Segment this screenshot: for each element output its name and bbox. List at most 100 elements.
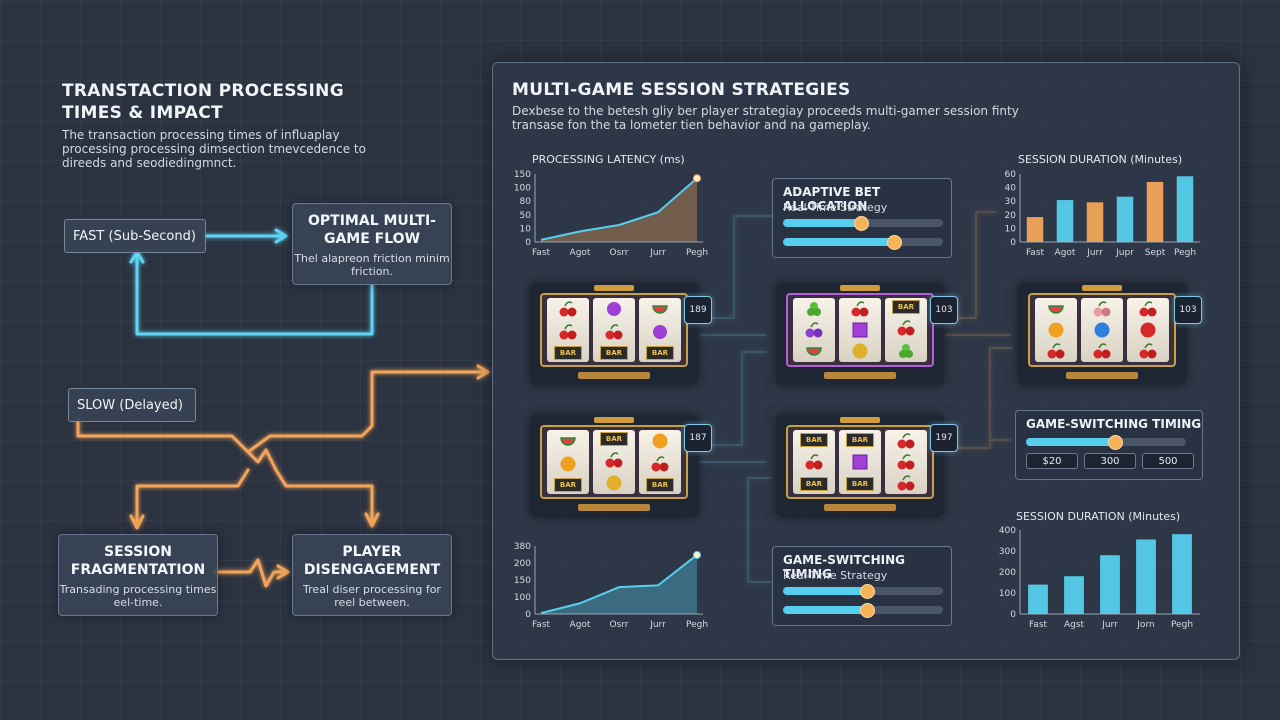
coin-icon <box>604 474 624 492</box>
watermelon-icon <box>1046 300 1066 318</box>
coin-icon <box>650 432 670 450</box>
value-pill[interactable]: 500 <box>1142 453 1194 469</box>
adaptive-bet-subtitle: Real-Time Strategy <box>783 201 888 214</box>
watermelon-icon <box>558 432 578 450</box>
reel: BAR <box>885 298 927 362</box>
slider-fill <box>783 606 867 614</box>
value-pill[interactable]: 300 <box>1084 453 1136 469</box>
game-switching-subtitle: Real-Time Strategy <box>783 569 888 582</box>
bet-slider[interactable] <box>783 235 943 250</box>
x-tick-label: Pegh <box>686 248 708 258</box>
bar-symbol: BAR <box>645 345 674 360</box>
bar <box>1026 217 1044 242</box>
timing-slider[interactable] <box>1026 435 1186 450</box>
cherry-icon <box>1138 342 1158 360</box>
x-tick-label: Jurr <box>649 248 666 258</box>
bar-symbol: BAR <box>845 477 874 491</box>
data-point <box>693 550 701 559</box>
reel: BAR <box>639 430 681 494</box>
cherry-icon <box>1092 300 1112 318</box>
x-tick-label: Jorn <box>1136 620 1154 630</box>
plum-icon <box>650 323 670 341</box>
reel <box>1127 298 1169 362</box>
y-tick-label: 60 <box>1005 170 1017 180</box>
slider-knob[interactable] <box>860 584 876 599</box>
cherry-icon <box>650 455 670 473</box>
bar-symbol: BAR <box>799 433 828 447</box>
bar <box>1172 534 1192 614</box>
timing-slider[interactable] <box>783 603 943 618</box>
slot-top-badge <box>840 285 880 291</box>
fragmentation-text: Transading processing times eel-time. <box>59 583 217 609</box>
section-description: The transaction processing times of infl… <box>62 128 366 170</box>
slider-fill <box>783 238 894 246</box>
bar-symbol: BAR <box>599 345 628 360</box>
slow-label: SLOW (Delayed) <box>68 388 196 422</box>
y-tick-label: 80 <box>520 197 532 207</box>
reel <box>885 430 927 494</box>
coin-icon <box>558 455 578 473</box>
orb-icon <box>1092 321 1112 339</box>
bar <box>1136 539 1156 614</box>
game-switching-title: GAME-SWITCHING TIMING <box>1026 417 1202 431</box>
cherry-icon <box>1092 342 1112 360</box>
grape-icon <box>896 342 916 360</box>
slider-fill <box>783 219 860 227</box>
bar-symbol: BAR <box>845 433 874 447</box>
bet-badge: 103 <box>1174 296 1202 324</box>
cherry-icon <box>558 323 578 341</box>
bar-symbol: BAR <box>645 477 674 492</box>
slot-reels <box>1028 293 1176 367</box>
reel: BAR <box>593 298 635 362</box>
fragmentation-title: SESSION FRAGMENTATION <box>70 544 206 578</box>
cherry-icon <box>804 321 824 339</box>
bar <box>1056 200 1074 242</box>
slot-bottom-bar <box>578 372 650 379</box>
grape-icon <box>804 300 824 318</box>
area-fill <box>541 554 697 614</box>
slot-machine[interactable]: BAR BAR BAR <box>530 415 698 517</box>
latency-chart-title: PROCESSING LATENCY (ms) <box>532 153 685 166</box>
bet-slider[interactable] <box>783 216 943 231</box>
slot-top-badge <box>1082 285 1122 291</box>
duration-chart-bottom-title: SESSION DURATION (Minutes) <box>1016 510 1181 523</box>
cherry-icon <box>896 432 916 450</box>
bar-symbol: BAR <box>891 300 920 315</box>
adaptive-bet-title: ADAPTIVE BET ALLOCATION <box>783 185 881 213</box>
x-tick-label: Sept <box>1145 248 1166 258</box>
slider-knob[interactable] <box>887 235 903 250</box>
slider-knob[interactable] <box>853 216 869 231</box>
gem-icon <box>850 321 870 339</box>
slot-machine[interactable]: BAR BAR BAR <box>530 283 698 385</box>
x-tick-label: Agot <box>570 248 591 258</box>
slider-knob[interactable] <box>860 603 876 618</box>
cherry-icon <box>896 474 916 492</box>
value-pill[interactable]: $20 <box>1026 453 1078 469</box>
x-tick-label: Jupr <box>1115 248 1134 258</box>
fast-label: FAST (Sub-Second) <box>64 219 206 253</box>
y-tick-label: 200 <box>514 559 531 569</box>
timing-slider[interactable] <box>783 584 943 599</box>
reel <box>1035 298 1077 362</box>
slider-knob[interactable] <box>1108 435 1123 450</box>
slot-machine[interactable] <box>1018 283 1186 385</box>
reel: BAR <box>593 430 635 494</box>
bet-badge: 187 <box>684 424 712 452</box>
series-line <box>540 554 698 615</box>
reel <box>839 298 881 362</box>
adaptive-bet-card: ADAPTIVE BET ALLOCATION Real-Time Strate… <box>772 178 952 258</box>
y-tick-label: 100 <box>514 593 531 603</box>
slot-machine[interactable]: BAR <box>776 283 944 385</box>
slider-fill <box>783 587 867 595</box>
cherry-icon <box>804 453 824 471</box>
game-switching-strategy-card: GAME-SWITCHING TIMING Real-Time Strategy <box>772 546 952 626</box>
slot-bottom-bar <box>1066 372 1138 379</box>
x-tick-label: Agot <box>1055 248 1076 258</box>
y-tick-label: 30 <box>1005 197 1017 207</box>
cherry-icon <box>604 323 624 341</box>
